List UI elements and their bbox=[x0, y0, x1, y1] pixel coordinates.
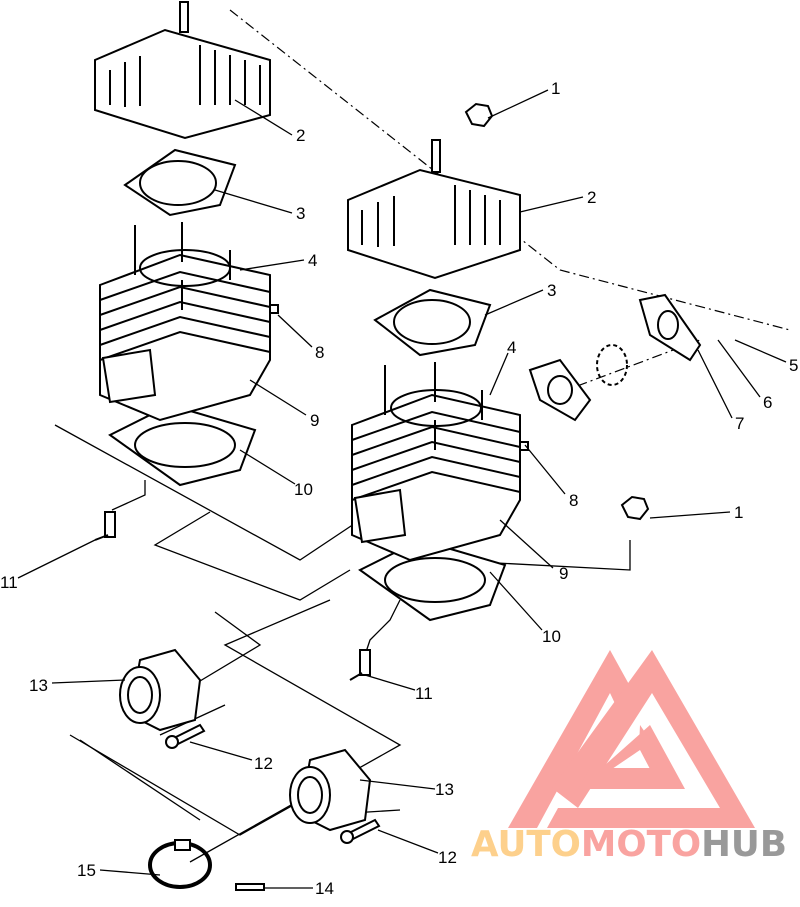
callout: 4 bbox=[308, 251, 317, 270]
callout: 8 bbox=[569, 491, 578, 510]
callout: 7 bbox=[735, 414, 744, 433]
intake-flange-left bbox=[119, 648, 202, 732]
callout: 13 bbox=[435, 780, 454, 799]
callout: 12 bbox=[438, 848, 457, 867]
clamp bbox=[148, 839, 212, 889]
cylinder-head-right bbox=[347, 139, 521, 280]
callout: 10 bbox=[294, 480, 313, 499]
callout: 2 bbox=[296, 126, 305, 145]
callout: 1 bbox=[734, 503, 743, 522]
cylinder-right bbox=[351, 362, 529, 562]
exhaust-gaskets bbox=[528, 293, 702, 422]
bolts bbox=[165, 723, 381, 891]
callout: 8 bbox=[315, 343, 324, 362]
svg-text:AUTOMOTOHUB: AUTOMOTOHUB bbox=[471, 824, 787, 865]
intake-flange-right bbox=[289, 748, 372, 832]
cylinder-head-left bbox=[94, 1, 271, 140]
callout: 2 bbox=[587, 188, 596, 207]
callout: 12 bbox=[254, 754, 273, 773]
callout: 1 bbox=[551, 79, 560, 98]
callout: 6 bbox=[763, 393, 772, 412]
automotohub-watermark: AUTOMOTOHUB bbox=[471, 650, 787, 865]
cylinder-left bbox=[99, 222, 279, 422]
watermark-auto: AUTO bbox=[471, 824, 581, 865]
callout: 3 bbox=[296, 204, 305, 223]
callout: 11 bbox=[415, 684, 433, 703]
watermark-moto: MOTO bbox=[581, 824, 701, 865]
nut-right bbox=[620, 495, 650, 521]
watermark-hub: HUB bbox=[701, 824, 787, 865]
leader-lines bbox=[17, 89, 787, 889]
callouts-right: 2 3 4 5 6 7 1 8 9 10 11 13 12 bbox=[415, 188, 798, 867]
head-gasket-left bbox=[123, 148, 237, 217]
callout: 3 bbox=[547, 281, 556, 300]
base-gasket-left bbox=[108, 403, 257, 487]
callout: 15 bbox=[77, 861, 96, 880]
callouts-left: 1 2 3 4 8 9 10 11 13 12 14 15 bbox=[0, 79, 560, 898]
callout: 9 bbox=[559, 564, 568, 583]
fittings bbox=[94, 511, 371, 681]
head-gasket-right bbox=[373, 288, 492, 357]
callout: 13 bbox=[29, 676, 48, 695]
callout: 14 bbox=[315, 879, 334, 898]
callout: 5 bbox=[789, 356, 798, 375]
watermark-logo bbox=[508, 650, 755, 828]
callout: 11 bbox=[0, 573, 18, 592]
callout: 10 bbox=[542, 627, 561, 646]
nut-left bbox=[464, 102, 494, 128]
callout: 4 bbox=[507, 338, 516, 357]
callout: 9 bbox=[310, 411, 319, 430]
